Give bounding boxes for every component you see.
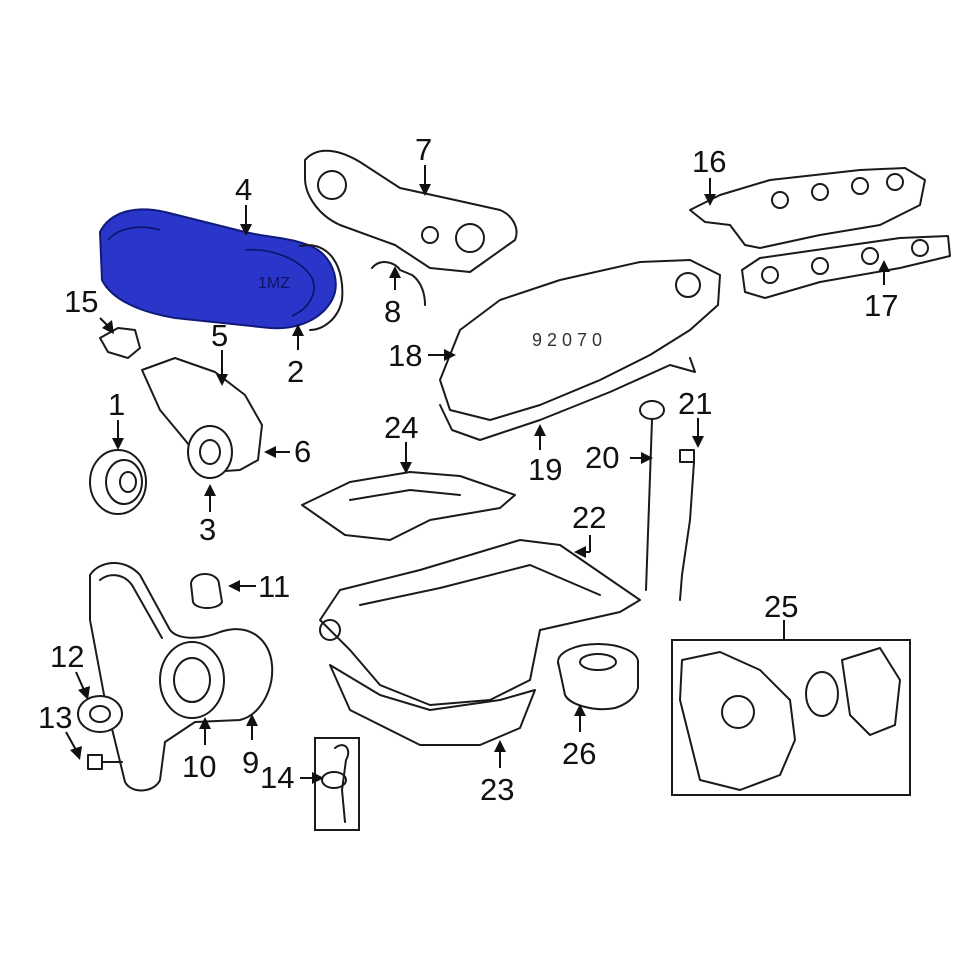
svg-text:9 2 0 7 0: 9 2 0 7 0 xyxy=(532,330,602,350)
part-20-dipstick[interactable] xyxy=(639,400,665,591)
part-13-bolt[interactable] xyxy=(87,754,123,770)
part-23-oil-pan-lower[interactable] xyxy=(329,664,536,746)
callout-4[interactable]: 4 xyxy=(235,172,252,207)
svg-text:1MZ: 1MZ xyxy=(258,275,290,292)
part-12-idler[interactable] xyxy=(77,695,123,733)
part-5-lower-cover[interactable] xyxy=(141,357,263,473)
callout-22[interactable]: 22 xyxy=(572,500,606,535)
part-3-idler-pulley[interactable] xyxy=(187,425,233,479)
leader-lines xyxy=(65,165,890,784)
callout-1[interactable]: 1 xyxy=(108,387,125,422)
callout-10[interactable]: 10 xyxy=(182,749,216,784)
callout-6[interactable]: 6 xyxy=(294,434,311,469)
callout-21[interactable]: 21 xyxy=(678,386,712,421)
part-19-valve-cover-gasket[interactable] xyxy=(439,357,696,441)
part-24-baffle-plate[interactable] xyxy=(301,471,516,541)
part-14-inset[interactable] xyxy=(314,737,360,831)
callout-17[interactable]: 17 xyxy=(864,288,898,323)
callout-8[interactable]: 8 xyxy=(384,294,401,329)
callout-20[interactable]: 20 xyxy=(585,440,619,475)
callout-18[interactable]: 18 xyxy=(388,338,422,373)
callout-15[interactable]: 15 xyxy=(64,284,98,319)
part-25-oil-pump-inset[interactable] xyxy=(671,639,911,796)
part-8-gasket[interactable] xyxy=(371,261,426,306)
callout-26[interactable]: 26 xyxy=(562,736,596,771)
callout-23[interactable]: 23 xyxy=(480,772,514,807)
callout-labels: 1 2 3 4 5 6 7 8 9 10 11 12 13 14 15 16 1… xyxy=(38,132,898,807)
callout-3[interactable]: 3 xyxy=(199,512,216,547)
part-9-timing-belt[interactable] xyxy=(89,562,274,792)
callout-14[interactable]: 14 xyxy=(260,760,294,795)
callout-5[interactable]: 5 xyxy=(211,318,228,353)
part-21-dipstick-tube[interactable] xyxy=(679,449,695,601)
callout-7[interactable]: 7 xyxy=(415,132,432,167)
callout-2[interactable]: 2 xyxy=(287,354,304,389)
part-17-manifold-gasket[interactable] xyxy=(741,235,951,299)
callout-24[interactable]: 24 xyxy=(384,410,418,445)
callout-16[interactable]: 16 xyxy=(692,144,726,179)
part-26-oil-filter[interactable] xyxy=(557,643,639,711)
part-11-bushing[interactable] xyxy=(190,573,223,609)
part-4-timing-cover-highlighted[interactable]: 1MZ xyxy=(98,208,344,331)
callout-25[interactable]: 25 xyxy=(764,589,798,624)
callout-9[interactable]: 9 xyxy=(242,745,259,780)
part-15-sensor[interactable] xyxy=(99,327,141,359)
callout-19[interactable]: 19 xyxy=(528,452,562,487)
part-16-intake-manifold[interactable] xyxy=(689,167,926,249)
part-22-oil-pan-upper[interactable] xyxy=(319,539,641,706)
part-18-valve-cover[interactable]: 9 2 0 7 0 xyxy=(439,259,721,421)
callout-13[interactable]: 13 xyxy=(38,700,72,735)
callout-11[interactable]: 11 xyxy=(258,569,290,604)
part-7-rear-timing-cover[interactable] xyxy=(304,149,518,273)
callout-12[interactable]: 12 xyxy=(50,639,84,674)
part-10-tensioner-pulley[interactable] xyxy=(159,641,225,719)
part-1-crank-pulley[interactable] xyxy=(89,449,147,515)
